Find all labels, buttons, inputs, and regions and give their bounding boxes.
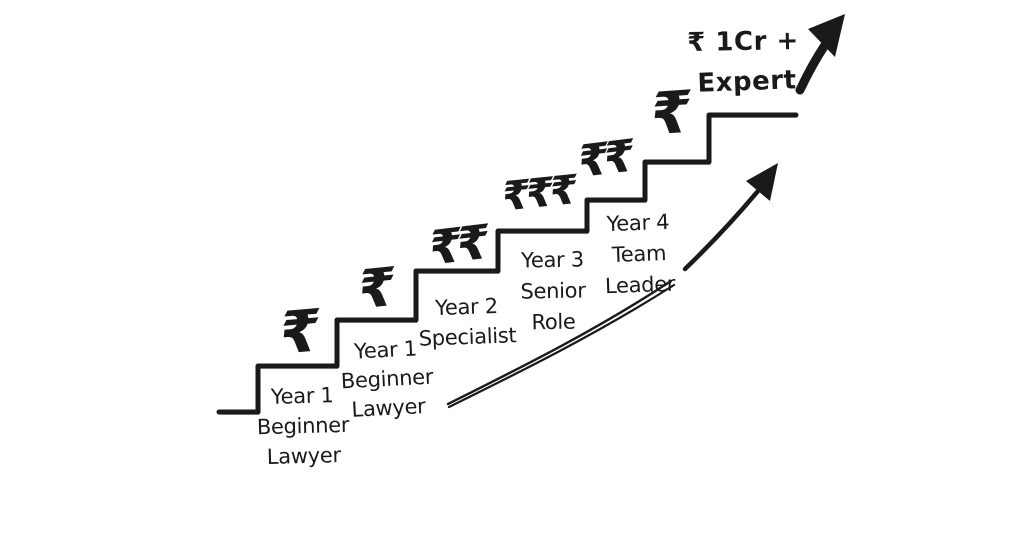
growth-curve-line-1 [446,279,673,406]
step-3-year: Year 2 [434,293,499,321]
peak-arrow-shaft [795,40,830,95]
step-1-label: Year 1 Beginner Lawyer [256,380,351,472]
growth-arrowhead-icon [746,163,778,201]
step-6-rupee-amount: ₹ [648,77,694,149]
step-2-role-line-2: Lawyer [350,394,427,422]
staircase-outline-sketch-pass [219,115,798,415]
step-4-rupee-amount: ₹₹₹ [500,167,576,221]
step-1-rupee-amount: ₹ [276,296,324,368]
peak-arrowhead-icon [808,14,845,57]
step-2-rupee-amount: ₹ [355,256,399,322]
step-3-role-line-1: Specialist [418,323,517,351]
step-1-role-line-2: Lawyer [266,443,342,469]
step-4-role-line-1: Senior [520,278,586,304]
peak-title: Expert [696,65,798,99]
step-4-role-line-2: Role [531,309,576,335]
step-5-role-line-1: Team [611,241,667,267]
step-4-label: Year 3 Senior Role [520,244,587,338]
step-5-rupee-amount: ₹₹ [575,131,633,188]
step-1-role-line-1: Beginner [256,412,350,440]
step-1-year: Year 1 [270,383,334,409]
peak-arrow [795,14,845,95]
step-5-role-line-2: Leader [604,271,676,299]
step-5-year: Year 4 [606,209,670,237]
step-5-label: Year 4 Team Leader [602,207,676,302]
step-4-year: Year 3 [520,247,585,273]
step-3-rupee-amount: ₹₹ [426,215,488,277]
growth-curve-line-2 [447,283,676,409]
growth-curve-upper-line [682,188,761,272]
growth-curve-arrow [446,163,778,409]
peak-salary: ₹ 1Cr + [687,26,799,58]
step-3-label: Year 2 Specialist [417,290,517,353]
